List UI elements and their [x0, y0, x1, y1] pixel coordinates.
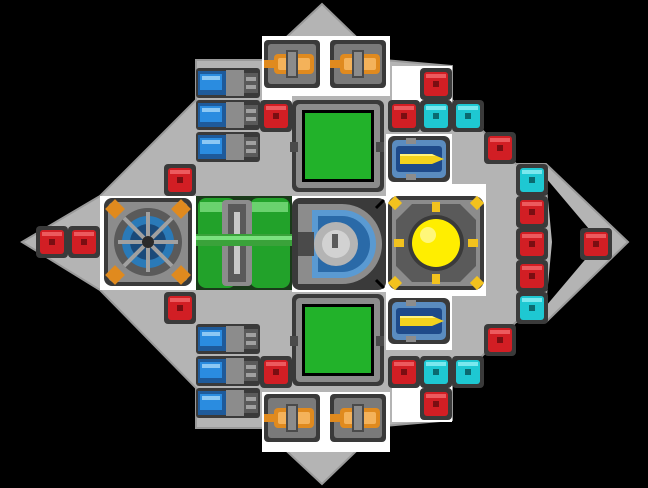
cannon-top-right[interactable]: [330, 40, 386, 88]
cannon-top-left[interactable]: [264, 40, 320, 88]
missile-launcher-bottom[interactable]: [388, 298, 450, 344]
thruster-top-2[interactable]: [196, 100, 260, 130]
green-pad-top[interactable]: [290, 100, 384, 192]
cannon-bottom-left[interactable]: [264, 394, 320, 442]
thruster-top-3[interactable]: [196, 132, 260, 162]
thruster-bottom-2[interactable]: [196, 356, 260, 386]
green-pad-bottom[interactable]: [290, 294, 384, 386]
cockpit[interactable]: [292, 198, 386, 290]
thruster-bottom-1[interactable]: [196, 324, 260, 354]
thruster-top-1[interactable]: [196, 68, 260, 98]
fuel-tank-cluster[interactable]: [196, 196, 292, 290]
gyroscope[interactable]: [104, 198, 192, 286]
thruster-bottom-3[interactable]: [196, 388, 260, 418]
cannon-bottom-right[interactable]: [330, 394, 386, 442]
reactor-core[interactable]: [387, 195, 485, 291]
missile-launcher-top[interactable]: [388, 136, 450, 182]
